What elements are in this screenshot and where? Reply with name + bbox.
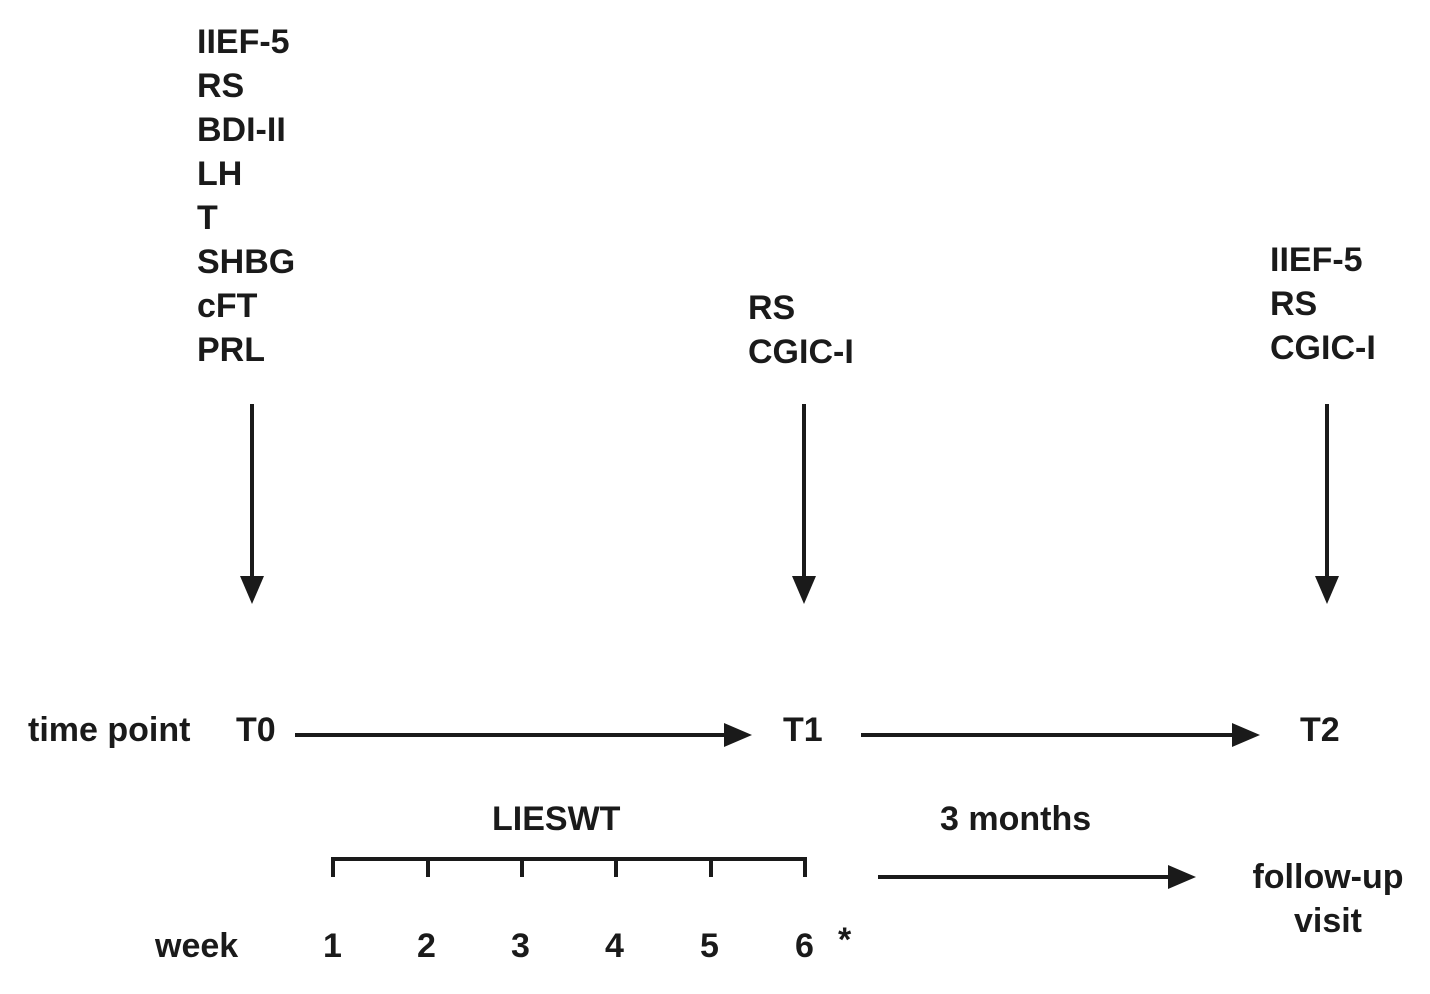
interval-label: 3 months	[940, 800, 1092, 838]
measure-item: LH	[197, 155, 243, 193]
measure-item: T	[197, 199, 218, 237]
timeline-arrow-t1-t2	[861, 723, 1260, 747]
time-point-t0: T0	[236, 711, 276, 749]
measure-item: cFT	[197, 287, 258, 325]
week-number: 1	[323, 927, 342, 965]
measure-item: CGIC-I	[748, 333, 854, 371]
week-scale	[331, 857, 807, 877]
measures-t2-list: IIEF-5 RS CGIC-I	[1270, 238, 1376, 370]
timeline-label: time point	[28, 711, 191, 749]
measure-item: RS	[1270, 285, 1318, 323]
measure-item: RS	[197, 67, 245, 105]
footnote-mark: *	[838, 921, 852, 959]
timeline-arrow-t0-t1	[295, 723, 752, 747]
time-point-t1: T1	[783, 711, 823, 749]
time-point-t2: T2	[1300, 711, 1340, 749]
treatment-label: LIESWT	[492, 800, 621, 838]
week-label: week	[155, 927, 239, 965]
measure-item: CGIC-I	[1270, 329, 1376, 367]
measure-item: BDI-II	[197, 111, 286, 149]
measures-t0-list: IIEF-5 RS BDI-II LH T SHBG cFT PRL	[197, 20, 295, 372]
week-number: 2	[417, 927, 436, 965]
followup-arrow	[878, 865, 1196, 889]
week-number: 5	[700, 927, 719, 965]
measure-item: SHBG	[197, 243, 296, 281]
measure-item: PRL	[197, 331, 265, 369]
week-number: 4	[605, 927, 624, 965]
measures-t1-list: RS CGIC-I	[748, 286, 854, 374]
measure-item: IIEF-5	[197, 23, 290, 61]
down-arrow-t2	[1315, 404, 1339, 604]
week-number: 6	[795, 927, 814, 965]
measure-item: RS	[748, 289, 796, 327]
measure-item: IIEF-5	[1270, 241, 1363, 279]
down-arrow-t0	[240, 404, 264, 604]
week-number: 3	[511, 927, 530, 965]
followup-label: follow-up visit	[1252, 858, 1404, 940]
down-arrow-t1	[792, 404, 816, 604]
